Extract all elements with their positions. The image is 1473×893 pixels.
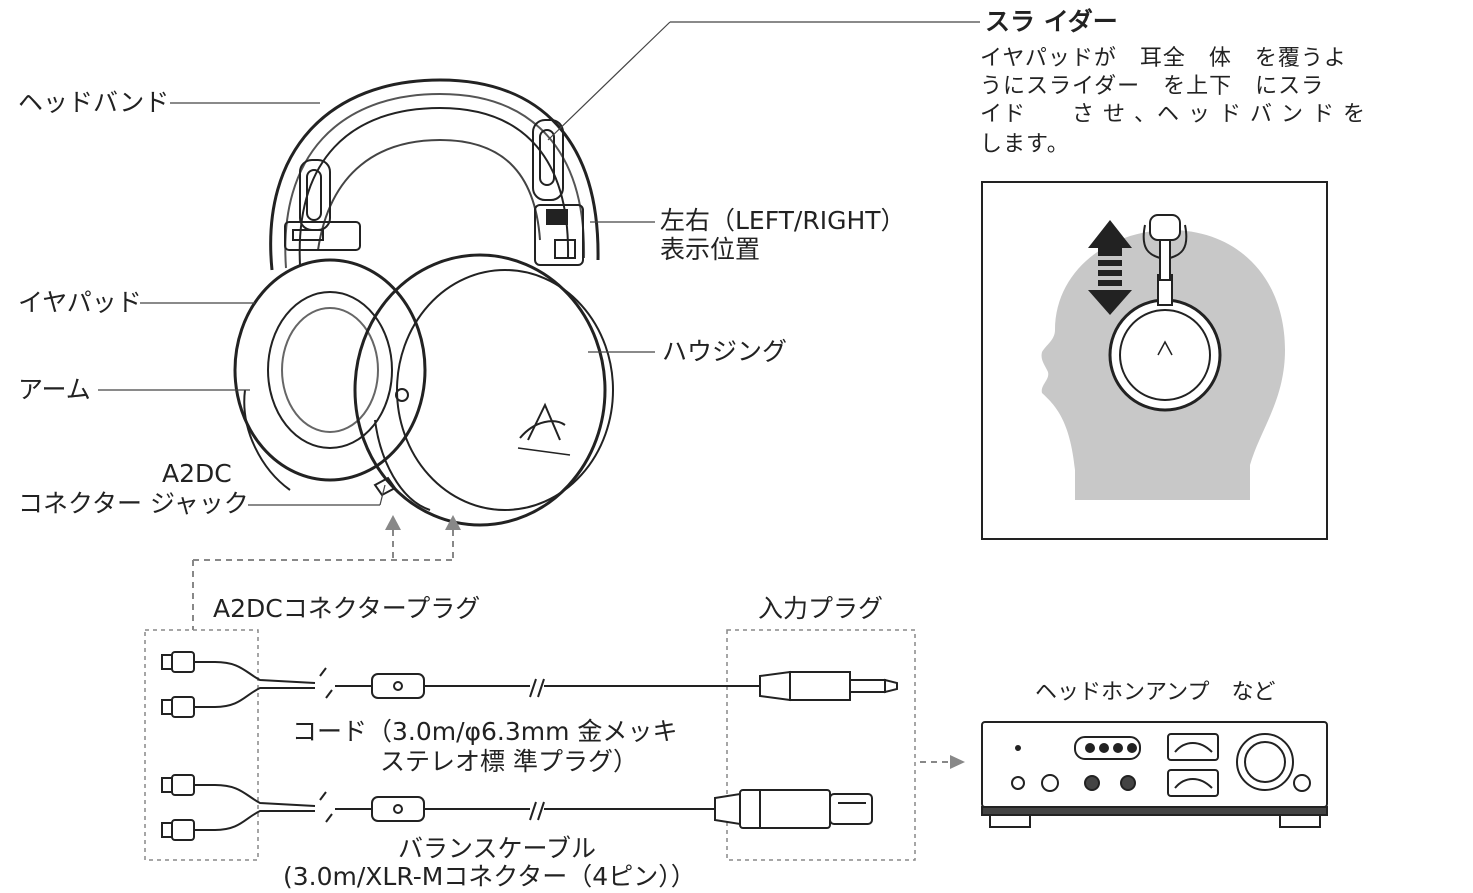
a2dc-plug-box [144,629,259,861]
slider-desc-4: します。 [980,132,1070,157]
input-plug-box [726,629,916,861]
xlr-plug-icon [714,789,873,829]
label-housing: ハウジング [662,337,788,366]
left-earcup [233,258,427,482]
connection-arrows [192,530,950,763]
a2dc-plug-icon-2 [161,774,215,841]
right-earcup-shell [353,253,607,527]
label-a2dc-plug: A2DCコネクタープラグ [213,594,481,623]
label-headband: ヘッドバンド [18,88,170,117]
standard-cord [161,651,898,718]
leader-lines [98,21,980,506]
earpad-left [267,291,393,449]
headphone-amp-icon [981,721,1328,828]
balance-cable [161,774,873,841]
label-amp: ヘッドホンアンプ など [1035,680,1276,705]
slider-illustration-frame [981,181,1328,540]
phone-plug-icon [759,670,898,702]
audio-technica-logo [517,402,571,456]
label-input-plug: 入力プラグ [758,594,884,623]
headband-shape [269,78,600,271]
headphones-illustration [233,78,614,527]
label-earpad: イヤパッド [18,288,142,317]
slider-desc-1: イヤパッドが 耳全 体 を覆うよ [980,46,1347,71]
slider-desc-3: イド さ せ 、ヘ ッ ド バ ン ド を [980,102,1366,127]
up-down-arrow-icon [1088,220,1132,315]
mini-headphone-icon [1108,214,1222,412]
label-balance-1: バランスケーブル [398,834,597,863]
label-slider: スラ イダー [985,7,1118,36]
label-lr-position-1: 左右（LEFT/RIGHT） [660,206,906,235]
housing [396,269,614,511]
label-cord-2: ステレオ標 準プラグ） [380,747,638,776]
label-a2dc-jack-2: コネクター ジャック [18,489,249,518]
label-a2dc-jack-1: A2DC [162,459,232,488]
a2dc-plug-icon [161,651,215,718]
label-lr-position-2: 表示位置 [660,235,761,264]
label-arm: アーム [18,375,91,404]
slider-desc-2: うにスライダー を上下 にスラ [980,74,1325,99]
label-cord-1: コード（3.0m/φ6.3mm 金メッキ [292,717,678,746]
slider-right [532,119,564,201]
label-balance-2: (3.0m/XLR-Mコネクター（4ピン）） [283,862,696,891]
